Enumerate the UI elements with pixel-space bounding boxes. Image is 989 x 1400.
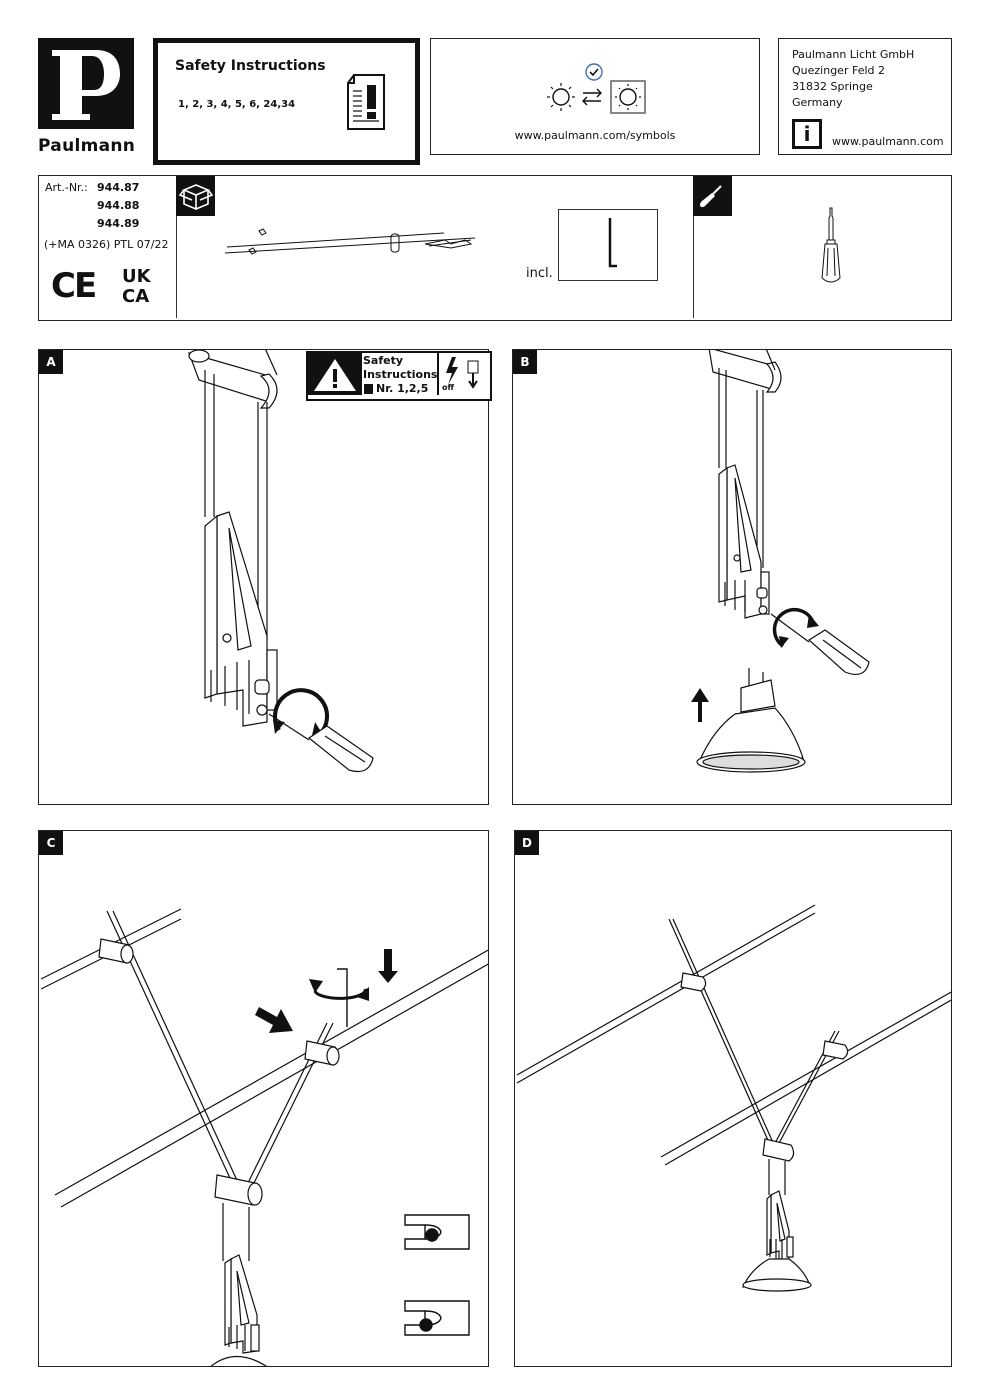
- safety-instructions-box: Safety Instructions 1, 2, 3, 4, 5, 6, 24…: [153, 38, 420, 165]
- parts-box: Art.-Nr.: 944.87 944.88 944.89 (+MA 0326…: [38, 175, 952, 321]
- step-panel-c: C: [38, 830, 489, 1367]
- warning-icon: [308, 353, 362, 395]
- address-country: Germany: [792, 96, 843, 109]
- divider: [176, 176, 177, 318]
- off-label: off: [442, 383, 454, 392]
- article-number: 944.88: [97, 199, 140, 212]
- brand-name: Paulmann: [38, 136, 136, 156]
- website-url[interactable]: www.paulmann.com: [832, 135, 944, 148]
- sun-swap-icon: [547, 63, 646, 114]
- included-label: incl.: [526, 266, 553, 281]
- panel-label: C: [39, 831, 63, 855]
- clamp-detail-open: [404, 1214, 470, 1250]
- divider: [437, 353, 439, 395]
- step-a-illustration: [188, 350, 374, 773]
- safety-title: Safety Instructions: [175, 58, 326, 74]
- step-c-illustration: [40, 908, 488, 1366]
- ukca-mark-top: UK: [122, 266, 151, 287]
- screwdriver-icon: [693, 176, 732, 216]
- step-panel-d: D: [514, 830, 952, 1367]
- symbols-url[interactable]: www.paulmann.com/symbols: [514, 129, 676, 142]
- article-number: 944.89: [97, 217, 140, 230]
- logo-p-icon: [52, 50, 120, 120]
- address-city: 31832 Springe: [792, 80, 873, 93]
- power-off-icon: [446, 357, 479, 389]
- address-street: Quezinger Feld 2: [792, 64, 885, 77]
- article-label: Art.-Nr.:: [45, 181, 88, 194]
- panel-label: D: [515, 831, 539, 855]
- safety-numbers: 1, 2, 3, 4, 5, 6, 24,34: [178, 99, 296, 110]
- panel-label: B: [513, 350, 537, 374]
- step-panel-b: B: [512, 349, 952, 805]
- box-icon: [176, 176, 215, 216]
- step-b-illustration: [691, 350, 870, 773]
- divider: [693, 176, 694, 318]
- article-number: 944.87: [97, 181, 140, 194]
- check-icon: [585, 63, 603, 81]
- ukca-mark-bottom: CA: [122, 286, 150, 307]
- wire-hanger-illustration: [224, 228, 476, 255]
- warning-line-2: Instructions: [363, 368, 438, 381]
- screwdriver-illustration: [821, 207, 841, 283]
- article-code: (+MA 0326) PTL 07/22: [44, 238, 169, 251]
- address-box: Paulmann Licht GmbH Quezinger Feld 2 318…: [778, 38, 952, 155]
- warning-line-3: Nr. 1,2,5: [376, 382, 429, 395]
- document-warning-icon: [347, 74, 385, 130]
- hex-key-box: [558, 209, 658, 281]
- step-d-illustration: [516, 904, 951, 1292]
- warning-line-1: Safety: [363, 354, 404, 367]
- paulmann-logo: [38, 38, 134, 129]
- hex-key-icon: [608, 218, 617, 268]
- step-panel-a: A: [38, 349, 489, 805]
- address-company: Paulmann Licht GmbH: [792, 48, 915, 61]
- clamp-detail-closed: [404, 1300, 470, 1336]
- ce-mark: CE: [51, 266, 97, 306]
- symbols-box: www.paulmann.com/symbols: [430, 38, 760, 155]
- document-icon: [364, 384, 373, 394]
- panel-label: A: [39, 350, 63, 374]
- info-icon: i: [792, 119, 822, 149]
- warning-box: Safety Instructions Nr. 1,2,5 off: [306, 351, 492, 401]
